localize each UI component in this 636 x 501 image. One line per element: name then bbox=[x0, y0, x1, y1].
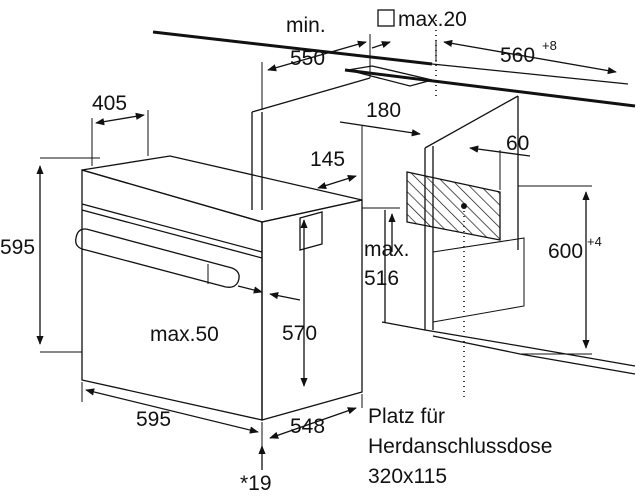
dim-depth-550 bbox=[267, 40, 367, 72]
label-560-tol: +8 bbox=[542, 38, 557, 53]
label-595-height: 595 bbox=[0, 236, 35, 259]
label-footnote: *19 bbox=[240, 472, 272, 495]
label-145: 145 bbox=[310, 148, 345, 171]
niche-top-left-edge bbox=[251, 77, 371, 113]
dim-width-595 bbox=[85, 388, 259, 434]
label-max50: max.50 bbox=[150, 323, 219, 346]
dim-handle-50 bbox=[237, 285, 263, 294]
opening-square-icon bbox=[377, 9, 395, 27]
niche-top-right-edge bbox=[424, 95, 519, 149]
socket-note-line3: 320x115 bbox=[368, 465, 447, 488]
label-max20: max.20 bbox=[398, 8, 467, 31]
worktop-right-edge bbox=[431, 63, 629, 85]
label-600-tol: +4 bbox=[587, 234, 602, 249]
niche-back-panel bbox=[432, 237, 525, 323]
label-548: 548 bbox=[290, 415, 325, 438]
oven-control-panel-line-2 bbox=[81, 203, 263, 253]
dim-depth-548 bbox=[269, 407, 357, 439]
socket-note-line1: Platz für bbox=[368, 405, 445, 428]
dim-opening-20 bbox=[371, 41, 391, 49]
label-560: 560 bbox=[500, 44, 535, 67]
dim-180 bbox=[339, 121, 421, 137]
oven-control-panel-line bbox=[81, 209, 263, 259]
niche-floor-front bbox=[381, 321, 636, 367]
label-600: 600 bbox=[548, 240, 583, 263]
dim-width-560 bbox=[443, 39, 617, 75]
dimension-lines bbox=[36, 9, 617, 470]
label-180: 180 bbox=[366, 99, 401, 122]
label-570: 570 bbox=[282, 322, 317, 345]
labels: min. 550 max.20 560 +8 405 180 145 60 59… bbox=[0, 8, 602, 495]
oven-side-bracket bbox=[299, 211, 323, 251]
socket-area bbox=[406, 171, 501, 241]
label-516: 516 bbox=[364, 267, 399, 290]
dim-145 bbox=[317, 174, 357, 190]
label-min: min. bbox=[286, 14, 326, 37]
label-60: 60 bbox=[506, 132, 529, 155]
label-max: max. bbox=[364, 238, 410, 261]
dim-width-405 bbox=[95, 112, 145, 126]
oven-side bbox=[261, 199, 363, 421]
socket-note-line2: Herdanschlussdose bbox=[368, 435, 552, 458]
oven-handle bbox=[75, 228, 240, 288]
oven-front bbox=[81, 169, 263, 421]
worktop-front-edge bbox=[344, 68, 636, 108]
label-550: 550 bbox=[290, 47, 325, 70]
label-595-width: 595 bbox=[136, 408, 171, 431]
oven bbox=[75, 155, 363, 421]
cabinet-niche bbox=[152, 20, 636, 400]
label-405: 405 bbox=[92, 92, 127, 115]
